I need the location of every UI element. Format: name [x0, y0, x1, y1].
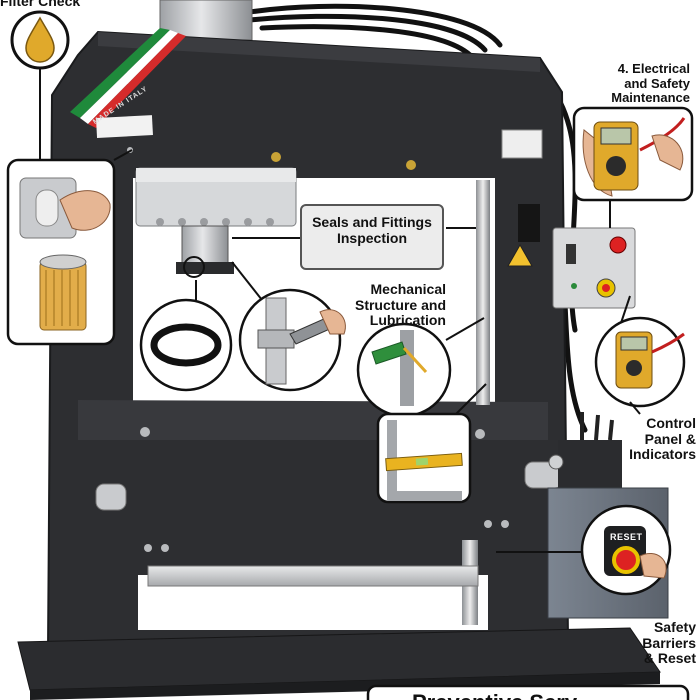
electrical-cabinet [552, 227, 636, 309]
multimeter-callout-mid [594, 295, 686, 408]
switch-box [518, 204, 540, 242]
front-crossbar [147, 565, 479, 587]
reset-button-icon [612, 546, 640, 574]
label-filter-check: Filter Check [0, 0, 81, 9]
brand-plate [501, 129, 543, 159]
ram-cylinder [181, 225, 229, 267]
lubrication-callout [356, 317, 485, 418]
label-mechanical-lubrication: Mechanical Structure and Lubrication [354, 281, 446, 329]
oil-filter-element [39, 254, 87, 331]
hand-icon [59, 190, 111, 231]
label-control-panel: Control Panel & Indicators [629, 415, 696, 463]
warning-sign [507, 243, 533, 267]
reset-callout [496, 504, 672, 596]
seal-ring-callout [139, 256, 233, 392]
grease-gun-icon [371, 341, 407, 365]
bottom-title: Preventive Serv [412, 690, 577, 700]
label-safety-barriers: Safety Barriers & Reset [642, 619, 696, 667]
bottom-title-box [366, 684, 690, 700]
oil-drop-icon [25, 16, 55, 63]
oil-filter-callout [6, 10, 133, 346]
frame-bolts [127, 147, 509, 552]
label-electrical-safety: 4. Electrical and Safety Maintenance [611, 61, 690, 106]
guide-rod [476, 180, 490, 405]
reset-label: RESET [610, 532, 643, 542]
nameplate-text [100, 121, 148, 135]
level-callout [376, 383, 487, 504]
flag-stripe [70, 28, 186, 128]
grease-nipples [271, 152, 416, 170]
o-ring-icon [150, 323, 222, 367]
label-seals-fittings: Seals and Fittings Inspection [300, 204, 444, 270]
multimeter-callout-top [572, 106, 694, 228]
fitting-callout [231, 261, 346, 392]
